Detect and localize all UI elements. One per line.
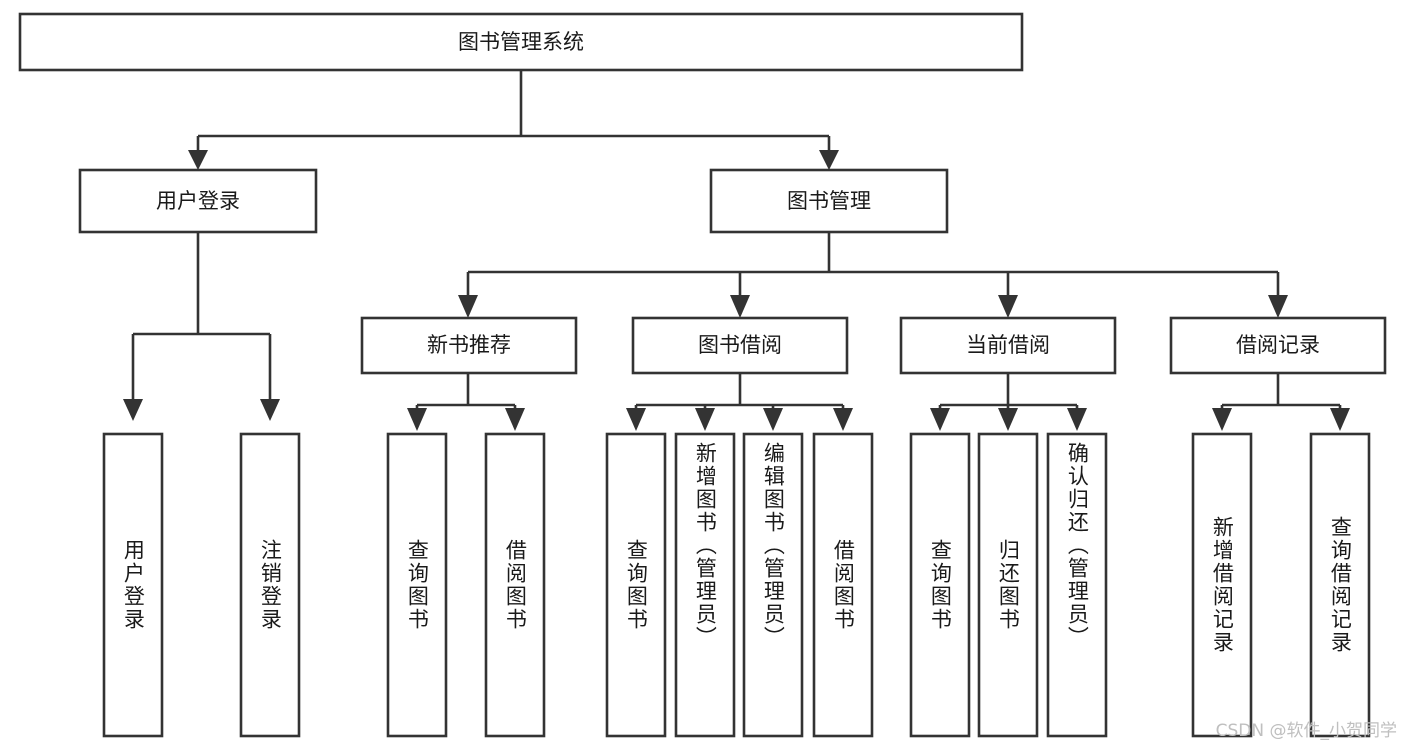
leaf-group-borrow-record [1191,432,1371,738]
leaf-box-bb-2[interactable] [674,432,736,738]
connector-group-book-manage [458,232,1288,318]
node-current-borrow-label: 当前借阅 [966,333,1050,357]
connector-group-user-login [123,232,280,421]
arrow-head-user-login [188,150,208,170]
csdn-watermark: CSDN @软件_小贺同学 [1215,721,1397,741]
node-user-login-box[interactable] [78,168,318,234]
node-root-box[interactable] [18,12,1024,72]
arrow-head-borrow-record [1268,295,1288,318]
leaf-box-bb-4[interactable] [812,432,874,738]
leaf-box-nbr-1[interactable] [386,432,448,738]
node-user-login-label: 用户登录 [156,189,240,213]
node-book-borrow-label: 图书借阅 [698,333,782,357]
node-new-book-recommend-label: 新书推荐 [427,333,511,357]
connector-group-book-borrow [626,373,853,431]
arrow-head-leaf-cb-1 [930,408,950,431]
leaf-box-bb-3[interactable] [742,432,804,738]
leaf-box-nbr-2[interactable] [484,432,546,738]
arrow-head-leaf-br-2 [1330,408,1350,431]
leaf-box-cb-1[interactable] [909,432,971,738]
arrow-head-leaf-user-login-1 [123,399,143,421]
leaf-box-cb-3[interactable] [1046,432,1108,738]
leaf-box-user-login-2[interactable] [239,432,301,738]
node-current-borrow[interactable]: 当前借阅 [899,316,1117,375]
connector-group-root [188,70,839,170]
arrow-head-book-manage [819,150,839,170]
leaf-box-br-2[interactable] [1309,432,1371,738]
arrow-head-leaf-nbr-1 [407,408,427,431]
arrow-head-book-borrow [730,295,750,318]
node-borrow-record-box[interactable] [1169,316,1387,375]
arrow-head-leaf-bb-2 [695,408,715,431]
leaf-box-user-login-1[interactable] [102,432,164,738]
node-current-borrow-box[interactable] [899,316,1117,375]
node-user-login[interactable]: 用户登录 [78,168,318,234]
connector-group-borrow-record [1212,373,1350,431]
node-book-manage[interactable]: 图书管理 [709,168,949,234]
arrow-head-leaf-user-login-2 [260,399,280,421]
leaf-box-cb-2[interactable] [977,432,1039,738]
connector-group-current-borrow [930,373,1087,431]
node-borrow-record[interactable]: 借阅记录 [1169,316,1387,375]
leaf-group-user-login [102,432,301,738]
leaf-group-new-book-recommend [386,432,546,738]
arrow-head-leaf-cb-3 [1067,408,1087,431]
arrow-head-leaf-nbr-2 [505,408,525,431]
arrow-head-leaf-bb-3 [763,408,783,431]
node-borrow-record-label: 借阅记录 [1236,333,1320,357]
arrow-head-leaf-bb-4 [833,408,853,431]
leaf-box-bb-1[interactable] [605,432,667,738]
arrow-head-leaf-cb-2 [998,408,1018,431]
node-root[interactable]: 图书管理系统 [18,12,1024,72]
connector-group-new-book-recommend [407,373,525,431]
leaf-box-br-1[interactable] [1191,432,1253,738]
node-book-borrow-box[interactable] [631,316,849,375]
arrow-head-leaf-bb-1 [626,408,646,431]
leaf-group-current-borrow [909,432,1108,738]
arrow-head-current-borrow [998,295,1018,318]
node-new-book-recommend[interactable]: 新书推荐 [360,316,578,375]
node-book-borrow[interactable]: 图书借阅 [631,316,849,375]
leaf-group-book-borrow [605,432,874,738]
node-book-manage-label: 图书管理 [787,189,871,213]
arrow-head-leaf-br-1 [1212,408,1232,431]
node-new-book-recommend-box[interactable] [360,316,578,375]
arrow-head-new-book-recommend [458,295,478,318]
node-root-label: 图书管理系统 [458,30,584,54]
node-book-manage-box[interactable] [709,168,949,234]
